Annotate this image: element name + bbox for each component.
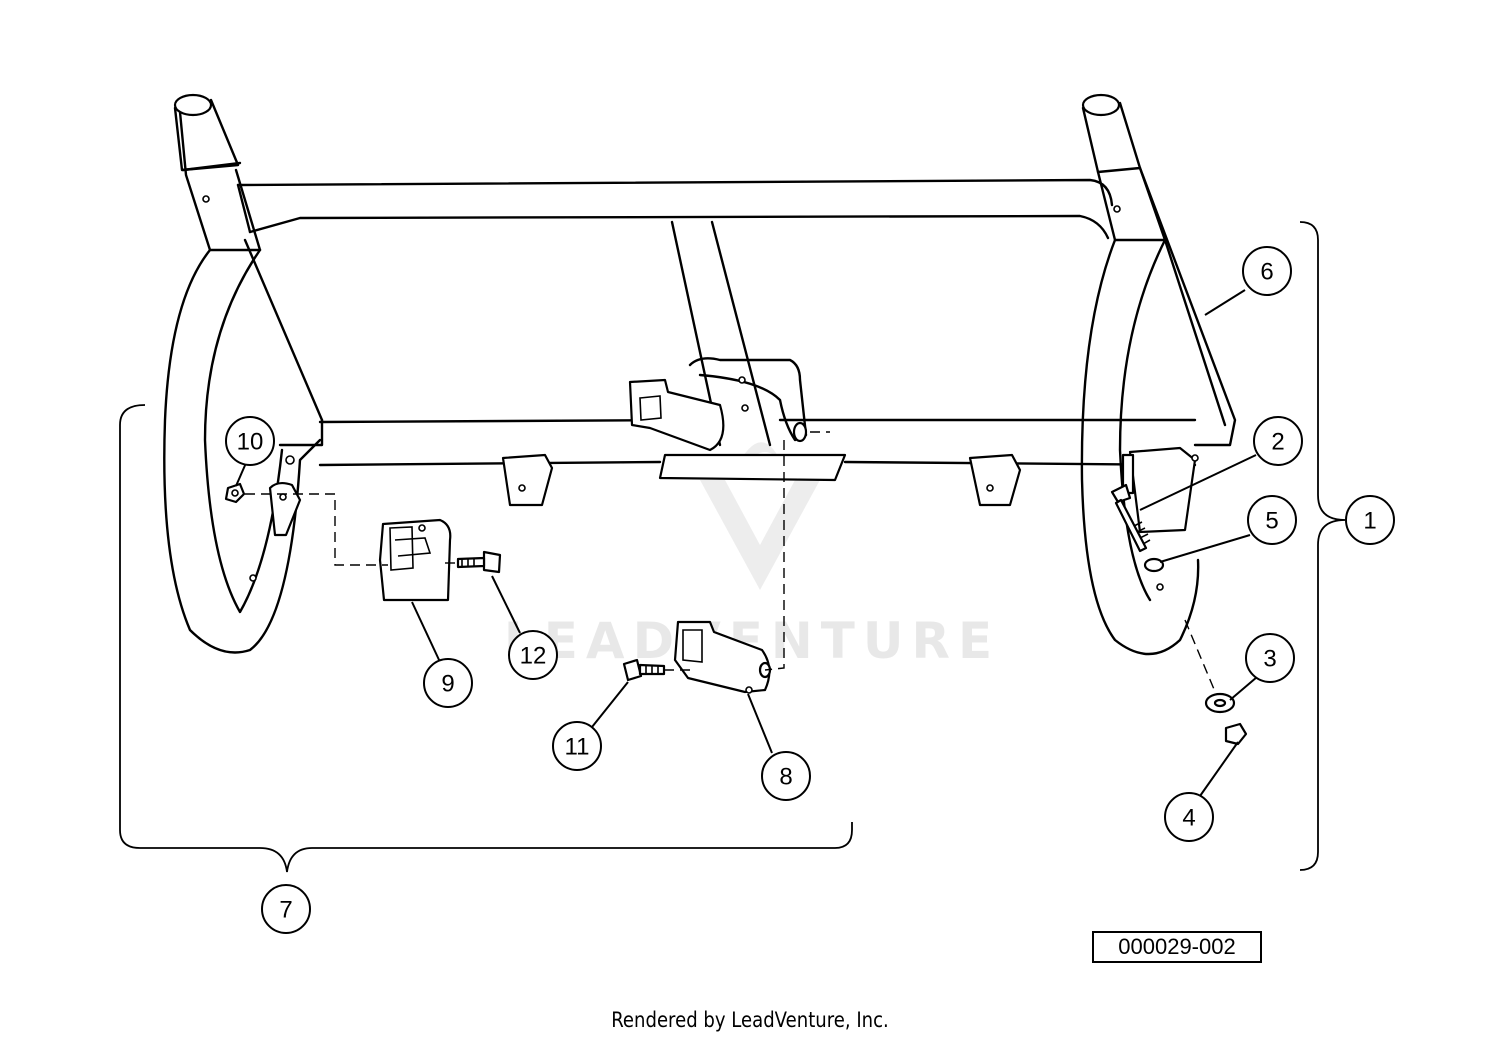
- callout-10: 10: [225, 416, 275, 466]
- svg-text:11: 11: [565, 734, 590, 761]
- svg-text:8: 8: [779, 764, 792, 791]
- flange-nut-10: [224, 482, 246, 504]
- svg-text:7: 7: [279, 897, 292, 924]
- svg-text:9: 9: [441, 671, 454, 698]
- callout-3: 3: [1245, 633, 1295, 683]
- seat-belt-retractor-9: [378, 518, 452, 602]
- callout-2: 2: [1253, 416, 1303, 466]
- washer-5: [1143, 557, 1165, 573]
- callout-7: 7: [261, 884, 311, 934]
- svg-text:3: 3: [1263, 646, 1276, 673]
- callout-4: 4: [1164, 792, 1214, 842]
- callout-9: 9: [423, 658, 473, 708]
- assembly-line-10: [245, 493, 388, 566]
- callout-8: 8: [761, 751, 811, 801]
- nut-4: [1224, 722, 1248, 746]
- svg-text:2: 2: [1271, 429, 1284, 456]
- svg-text:4: 4: [1182, 805, 1195, 832]
- watermark-logo-icon: [700, 442, 820, 590]
- leader-lines: [235, 289, 1258, 797]
- bolt-2: [1110, 483, 1151, 553]
- svg-text:12: 12: [520, 643, 547, 670]
- callout-1: 1: [1345, 495, 1395, 545]
- seat-belt-buckle-8: [673, 620, 772, 694]
- svg-text:1: 1: [1363, 508, 1376, 535]
- watermark: LEADVENTURE: [504, 442, 992, 670]
- svg-text:10: 10: [237, 429, 264, 456]
- bracket-assembly-7: [119, 404, 853, 873]
- callout-6: 6: [1242, 246, 1292, 296]
- bracket-assembly-1: [1299, 221, 1346, 871]
- bolt-11: [622, 658, 666, 682]
- footer-credit: Rendered by LeadVenture, Inc.: [611, 1008, 889, 1032]
- svg-text:5: 5: [1265, 508, 1278, 535]
- svg-text:6: 6: [1260, 259, 1273, 286]
- bolt-12: [456, 550, 502, 574]
- drawing-number-label: 000029-002: [1092, 931, 1262, 963]
- assembly-line-8: [764, 431, 830, 671]
- callout-5: 5: [1247, 495, 1297, 545]
- callout-12: 12: [508, 630, 558, 680]
- callout-11: 11: [552, 721, 602, 771]
- assembly-line-3: [1184, 619, 1217, 695]
- seat-frame: [163, 93, 1237, 656]
